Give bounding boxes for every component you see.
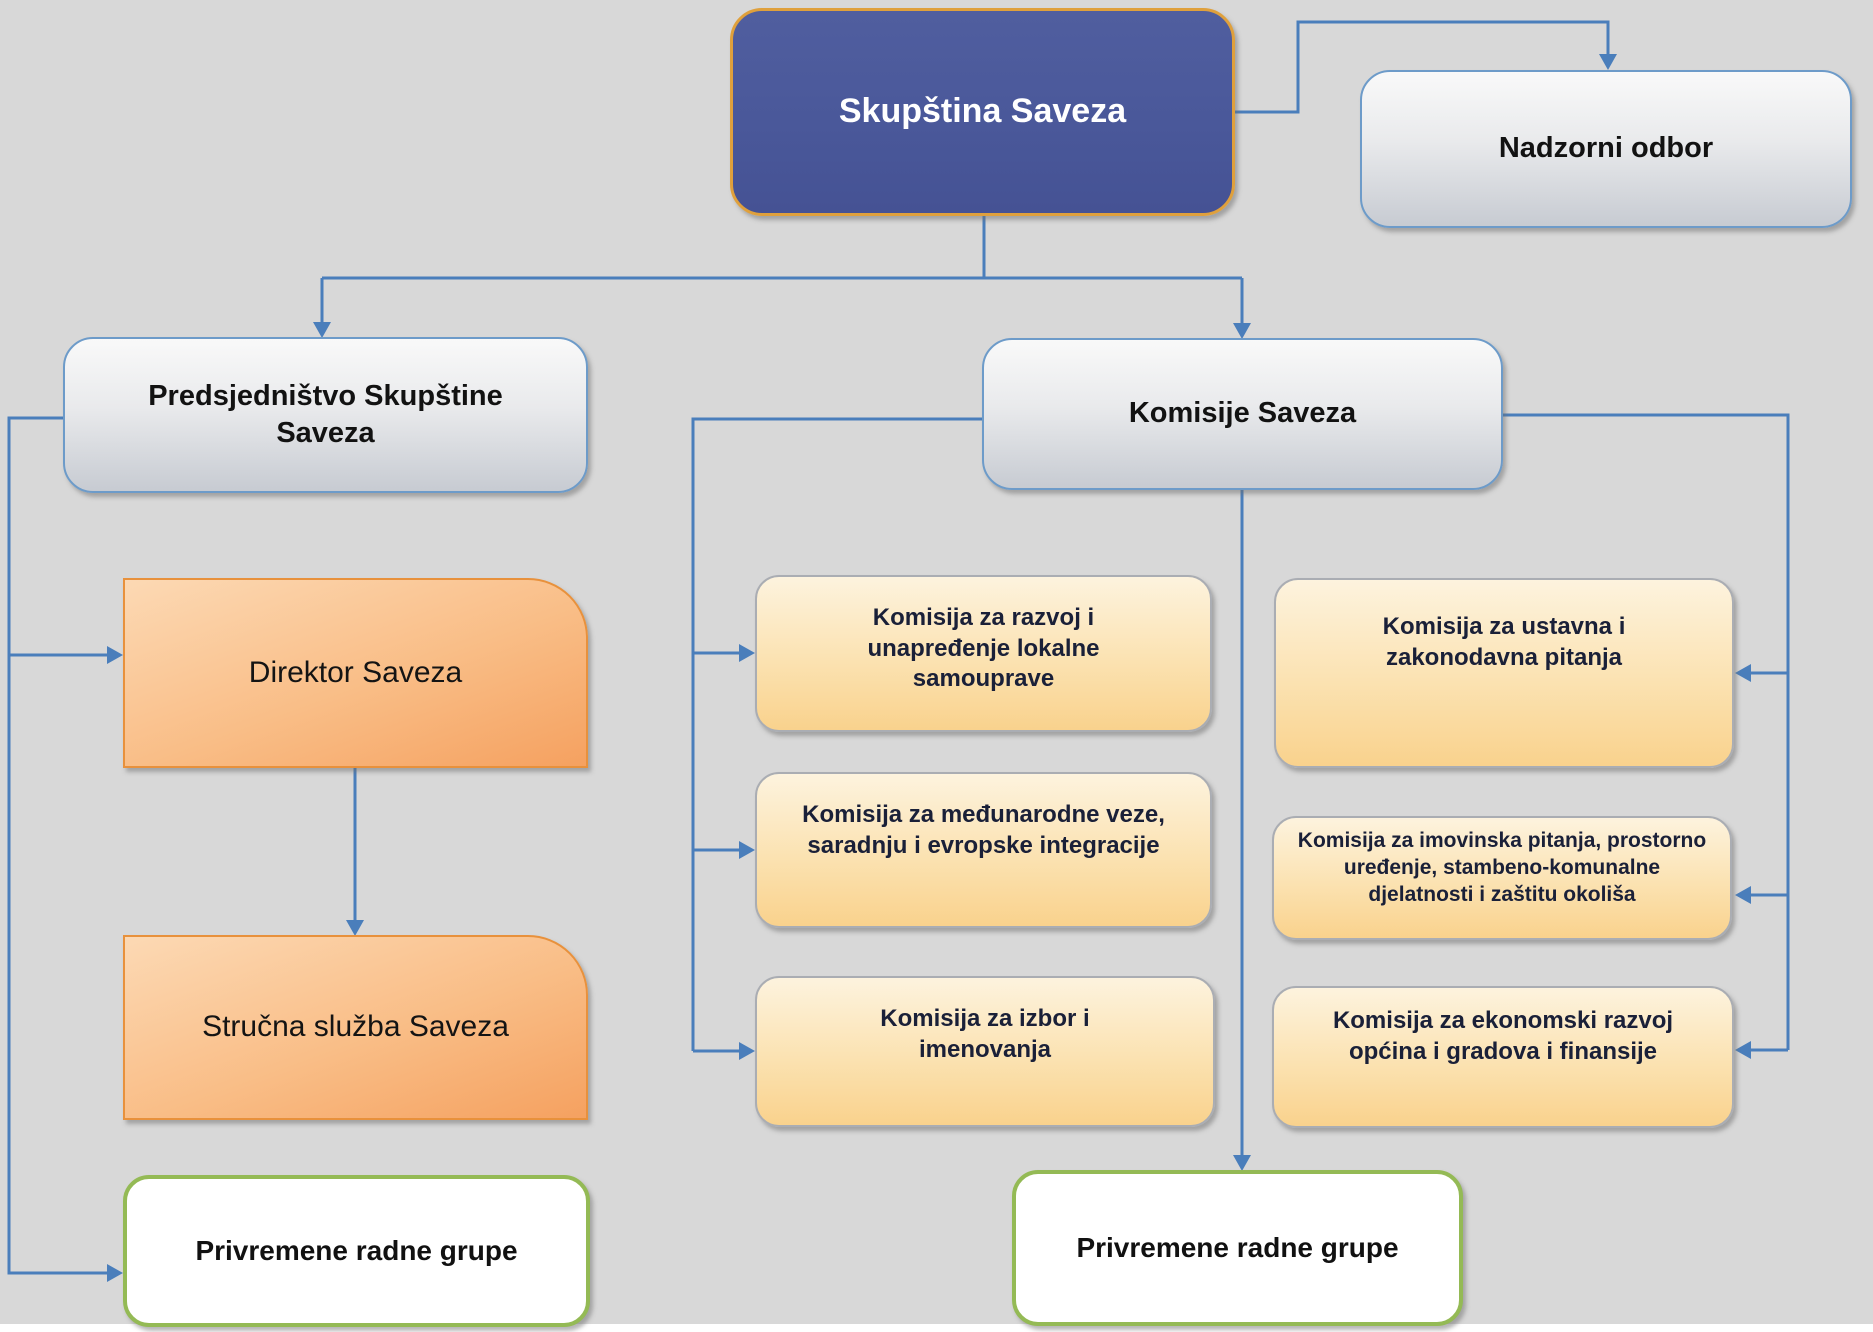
node-label: Komisija za razvoj i unapređenje lokalne…: [867, 604, 1100, 693]
node-privremene-radne-grupe-center: Privremene radne grupe: [1012, 1170, 1463, 1326]
node-predsjednistvo-skupstine: Predsjedništvo Skupštine Saveza: [63, 337, 588, 493]
node-nadzorni-odbor: Nadzorni odbor: [1360, 70, 1852, 228]
node-komisija-ekonomski: Komisija za ekonomski razvoj općina i gr…: [1272, 986, 1734, 1128]
node-label: Privremene radne grupe: [195, 1235, 518, 1267]
node-label: Komisije Saveza: [1128, 397, 1357, 430]
node-komisija-imovinska: Komisija za imovinska pitanja, prostorno…: [1272, 816, 1732, 940]
node-direktor-saveza: Direktor Saveza: [123, 578, 588, 768]
node-label: Komisija za ekonomski razvoj općina i gr…: [1332, 1007, 1674, 1065]
node-label: Nadzorni odbor: [1498, 132, 1714, 165]
node-label: Komisija za međunarodne veze, saradnju i…: [802, 801, 1165, 859]
node-label: Komisija za imovinska pitanja, prostorno…: [1297, 829, 1707, 906]
node-label: Stručna služba Saveza: [202, 1010, 509, 1044]
node-label: Skupština Saveza: [838, 92, 1127, 131]
node-privremene-radne-grupe-left: Privremene radne grupe: [123, 1175, 590, 1327]
node-label: Komisija za izbor i imenovanja: [880, 1005, 1090, 1063]
node-komisija-izbor: Komisija za izbor i imenovanja: [755, 976, 1215, 1127]
node-label: Privremene radne grupe: [1076, 1232, 1399, 1264]
node-strucna-sluzba: Stručna služba Saveza: [123, 935, 588, 1120]
node-label: Direktor Saveza: [248, 655, 463, 689]
node-komisija-ustavna: Komisija za ustavna i zakonodavna pitanj…: [1274, 578, 1734, 768]
node-komisija-medjunarodne: Komisija za međunarodne veze, saradnju i…: [755, 772, 1212, 928]
node-label: Komisija za ustavna i zakonodavna pitanj…: [1382, 613, 1626, 671]
node-komisije-saveza: Komisije Saveza: [982, 338, 1503, 490]
node-label: Predsjedništvo Skupštine Saveza: [148, 379, 503, 449]
node-komisija-razvoj: Komisija za razvoj i unapređenje lokalne…: [755, 575, 1212, 732]
node-skupstina-saveza: Skupština Saveza: [730, 8, 1235, 216]
